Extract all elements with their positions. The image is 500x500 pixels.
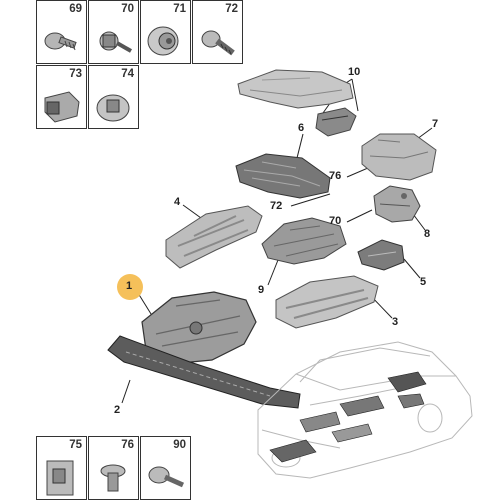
callout-10: 10 [348,66,361,78]
fastener-number: 71 [173,3,186,15]
callout-1: 1 [126,280,133,292]
fastener-cell-72: 72 [192,0,243,64]
callout-70: 70 [329,215,342,227]
part-3-rear-underbody-panel [275,275,379,329]
part-10-engine-cover-shield [237,69,357,137]
fastener-cell-71: 71 [140,0,191,64]
bolt-icon [201,30,235,56]
flange-screw-icon [99,31,132,53]
callout-6: 6 [298,122,305,134]
bracket-clip-icon [46,460,74,496]
screw-icon [148,466,185,488]
fastener-number: 73 [69,68,82,80]
callout-7: 7 [432,118,439,130]
part-2-front-deflector [107,335,301,409]
fastener-number: 90 [173,439,186,451]
washer-nut-icon [96,94,130,122]
fastener-number: 69 [69,3,82,15]
fastener-cell-90: 90 [140,436,191,500]
part-5-small-bracket [357,239,405,271]
part-6-mesh-shield [235,153,331,199]
screw-with-washer-icon [44,32,77,51]
fastener-number: 70 [121,3,134,15]
callout-76: 76 [329,170,342,182]
part-9-center-shield [261,217,347,265]
flange-nut-icon [147,26,179,56]
fastener-number: 75 [69,439,82,451]
fastener-number: 72 [225,3,238,15]
callout-8: 8 [424,228,431,240]
fastener-cell-69: 69 [36,0,87,64]
part-4-underbody-panel [165,205,263,269]
highlight-marker [117,274,143,300]
callout-3: 3 [392,316,399,328]
fastener-cell-75: 75 [36,436,87,500]
fastener-number: 76 [121,439,134,451]
callout-72: 72 [270,200,283,212]
fastener-number: 74 [121,68,134,80]
part-7-side-guard [361,133,437,181]
fastener-cell-76: 76 [88,436,139,500]
clip-nut-icon [44,91,80,123]
callout-5: 5 [420,276,427,288]
push-rivet-icon [100,464,126,492]
fastener-cell-73: 73 [36,65,87,129]
vehicle-outline [257,341,473,479]
callout-9: 9 [258,284,265,296]
callout-2: 2 [114,404,121,416]
fastener-cell-74: 74 [88,65,139,129]
callout-4: 4 [174,196,181,208]
vehicle-underbody-parts [269,371,427,463]
fastener-cell-70: 70 [88,0,139,64]
part-8-mounting-bracket [373,185,421,223]
